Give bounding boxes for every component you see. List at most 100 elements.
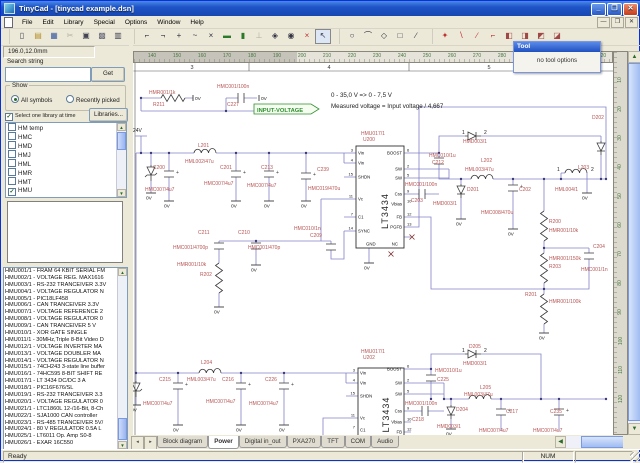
new-file-icon[interactable]: ▯ — [14, 29, 30, 44]
document-icon[interactable] — [4, 17, 13, 28]
schematic-label[interactable]: HMC007/4u7 — [204, 181, 234, 187]
title-bar[interactable]: TinyCad - [tinycad example.dsn] _ ❐ ✕ — [1, 1, 640, 16]
schematic-label[interactable]: C239 — [317, 167, 329, 173]
minimize-button[interactable]: _ — [591, 3, 606, 16]
symbol-item[interactable]: HMU017/1 - LT 3434 DC/DC 3 A — [4, 378, 127, 385]
menu-options[interactable]: Options — [120, 18, 152, 27]
copy-icon[interactable]: ▣ — [78, 29, 94, 44]
tab-power[interactable]: Power — [208, 436, 239, 449]
rectangle-tool-icon[interactable]: □ — [392, 29, 408, 44]
schematic-label[interactable]: HMR001/1k — [149, 90, 176, 96]
schematic-label[interactable]: HML003/47u — [465, 167, 494, 173]
schematic-label[interactable]: HMC010/1u — [435, 368, 462, 374]
scroll-down-icon[interactable]: ▼ — [117, 189, 126, 197]
symbol-item[interactable]: HMU002/1 - VOLTAGE REG. MAX1616 — [4, 275, 127, 282]
scroll-down-icon[interactable]: ▼ — [118, 441, 127, 449]
tab-pxa270[interactable]: PXA270 — [287, 436, 322, 448]
schematic-label[interactable]: HMC001/470p — [248, 245, 280, 251]
schematic-label[interactable]: R200 — [549, 219, 561, 225]
schematic-label[interactable]: 1 — [557, 167, 560, 173]
ellipse-tool-icon[interactable]: ○ — [344, 29, 360, 44]
library-list[interactable]: HM tempHMCHMDHMJHMLHMRHMT✓HMU ▲ ▼ — [5, 122, 127, 198]
schematic-label[interactable]: HMC007/4u7 — [249, 401, 279, 407]
schematic-label[interactable]: C235 — [550, 409, 562, 415]
schematic-label[interactable]: 2 — [591, 167, 594, 173]
schematic-label[interactable]: C226 — [265, 377, 277, 383]
schematic-label[interactable]: HMC001/1n — [581, 267, 608, 273]
schematic-label[interactable]: L205 — [480, 385, 491, 391]
schematic-label[interactable]: HMR001/150k — [549, 256, 581, 262]
menu-window[interactable]: Window — [152, 18, 185, 27]
schematic-label[interactable]: HMC001/100n — [405, 182, 437, 188]
block-tool-icon[interactable]: ▬ — [219, 29, 235, 44]
mdi-close-button[interactable]: ✕ — [625, 17, 638, 28]
schematic-label[interactable]: C204 — [593, 244, 605, 250]
schematic-label[interactable]: HMC001/4700p — [173, 245, 208, 251]
symbol-item[interactable]: HMU016/1 - 74HC595 8-BIT SHIFT RE — [4, 371, 127, 378]
schematic-label[interactable]: D204 — [456, 407, 468, 413]
schematic-label[interactable]: HMC007/4u7 — [533, 428, 563, 434]
symbol-item[interactable]: HMU025/1 - LT6011 Op. Amp S0-8 — [4, 433, 127, 440]
bus-entry-tool-icon[interactable]: ⌐ — [485, 29, 501, 44]
schematic-label[interactable]: 2 — [484, 130, 487, 136]
schematic-label[interactable]: C225 — [437, 377, 449, 383]
schematic-label[interactable]: D202 — [592, 115, 604, 121]
mdi-restore-button[interactable]: ❐ — [611, 17, 624, 28]
schematic-label[interactable]: R211 — [153, 102, 165, 108]
symbol-item[interactable]: HMU020/1 - VOLTAGE REGULATOR 0 — [4, 399, 127, 406]
scroll-down-icon[interactable]: ▼ — [628, 423, 640, 435]
tab-scroll-left[interactable]: ◂ — [131, 436, 144, 450]
schematic-label[interactable]: HMC007/4u7 — [479, 428, 509, 434]
schematic-label[interactable]: L201 — [198, 143, 209, 149]
diag-wire-tool-icon[interactable]: ∖ — [453, 29, 469, 44]
bus-tool-icon[interactable]: ¬ — [155, 29, 171, 44]
tab-audio[interactable]: Audio — [371, 436, 399, 448]
symbol-item[interactable]: HMU007/1 - VOLTAGE REFERENCE 2 — [4, 309, 127, 316]
schematic-label[interactable]: Measured voltage = Input voltage / 4,667 — [331, 103, 444, 110]
schematic-label[interactable]: L203 — [578, 165, 589, 171]
schematic-label[interactable]: C212 — [432, 160, 444, 166]
schematic-label[interactable]: U202 — [363, 355, 375, 361]
symbol-item[interactable]: HMU005/1 - PIC18LF458 — [4, 296, 127, 303]
symbol-item[interactable]: HMU013/1 - VOLTAGE DOUBLER MA — [4, 351, 127, 358]
schematic-label[interactable]: HMC001/100n — [217, 84, 249, 90]
schematic-label[interactable]: HMC001/100n — [405, 401, 437, 407]
schematic-label[interactable]: C202 — [519, 187, 531, 193]
net-label-tool-icon[interactable]: ~ — [187, 29, 203, 44]
schematic-label[interactable]: 2 — [484, 348, 487, 354]
schematic-label[interactable]: HML004/1 — [555, 187, 578, 193]
schematic-label[interactable]: 1 — [462, 348, 465, 354]
symbol-list[interactable]: HMU001/1 - FRAM 64 KBIT SERIAL FMHMU002/… — [3, 267, 128, 450]
schematic-label[interactable]: HMC008/470u — [481, 210, 513, 216]
zoom-cancel-tool-icon[interactable]: × — [299, 29, 315, 44]
schematic-label[interactable]: HMC010/1n — [294, 226, 321, 232]
arc-tool-icon[interactable]: ⌒ — [360, 29, 376, 44]
search-input[interactable] — [5, 67, 91, 82]
rotate-tool-icon[interactable]: ⊥ — [251, 29, 267, 44]
menu-special[interactable]: Special — [89, 18, 120, 27]
symbol-item[interactable]: HMU014/1 - VOLTAGE REGULATOR N — [4, 358, 127, 365]
symbol-item[interactable]: HMU009/1 - CAN TRANCEIVER 5 V — [4, 323, 127, 330]
schematic-label[interactable]: HMD003/1 — [433, 201, 457, 207]
diag-wire2-tool-icon[interactable]: ∕ — [469, 29, 485, 44]
schematic-label[interactable]: HMR001/10k — [549, 228, 579, 234]
open-file-icon[interactable]: ▤ — [30, 29, 46, 44]
menu-file[interactable]: File — [17, 18, 37, 27]
schematic-label[interactable]: D201 — [467, 187, 479, 193]
tab-block-diagram[interactable]: Block diagram — [157, 436, 208, 448]
menu-help[interactable]: Help — [185, 18, 208, 27]
library-item[interactable]: HMJ — [6, 150, 126, 159]
library-item[interactable]: HMT — [6, 177, 126, 186]
radio-recently-picked[interactable]: Recently picked — [66, 95, 120, 104]
schematic-label[interactable]: HML003/47u — [187, 377, 216, 383]
close-button[interactable]: ✕ — [623, 3, 638, 16]
library-item[interactable]: HMC — [6, 132, 126, 141]
symbol-item[interactable]: HMU018/1 - PIC16F676/SL — [4, 385, 127, 392]
symbol-item[interactable]: HMU026/1 - EXAR 16C550 — [4, 440, 127, 447]
schematic-label[interactable]: HMC007/4u7 — [145, 187, 175, 193]
schematic-label[interactable]: L202 — [481, 158, 492, 164]
scroll-left-icon[interactable]: ◀ — [555, 436, 566, 448]
library-item[interactable]: HMD — [6, 141, 126, 150]
library-item[interactable]: HML — [6, 159, 126, 168]
schematic-label[interactable]: HMD003/1 — [463, 361, 487, 367]
